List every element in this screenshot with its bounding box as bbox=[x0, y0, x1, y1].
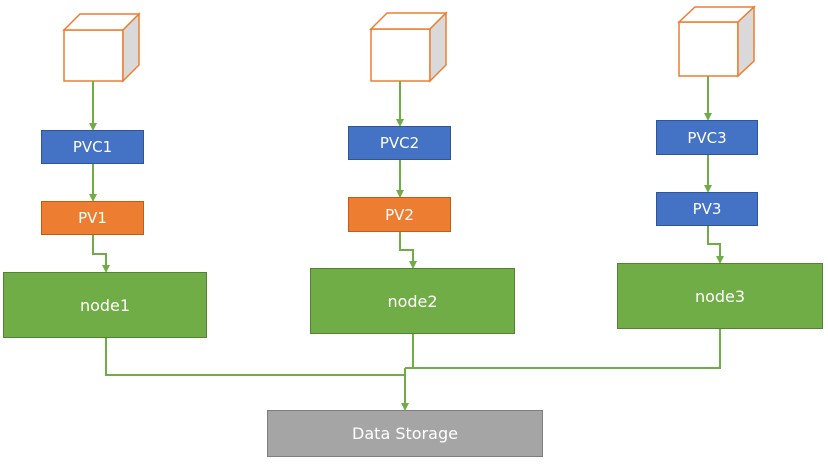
connector-arrow bbox=[707, 226, 724, 264]
pod-cube-icon bbox=[677, 5, 756, 78]
node3-to-storage-connector bbox=[405, 329, 721, 369]
node-box[interactable]: node2 bbox=[310, 268, 515, 334]
node-box[interactable]: node3 bbox=[617, 263, 823, 329]
pvc-label: PVC1 bbox=[72, 138, 113, 156]
pv-box[interactable]: PV3 bbox=[656, 192, 758, 226]
pv-box[interactable]: PV2 bbox=[348, 197, 451, 232]
pvc-label: PVC2 bbox=[379, 134, 420, 152]
node-box[interactable]: node1 bbox=[3, 272, 207, 338]
node1-to-storage-connector bbox=[105, 338, 405, 376]
pv-label: PV3 bbox=[692, 200, 722, 218]
pvc-box[interactable]: PVC2 bbox=[348, 126, 451, 160]
pv-box[interactable]: PV1 bbox=[41, 201, 144, 235]
pod-cube-icon bbox=[62, 12, 141, 83]
pvc-box[interactable]: PVC1 bbox=[41, 130, 144, 164]
data-storage-box[interactable]: Data Storage bbox=[267, 410, 543, 457]
pvc-box[interactable]: PVC3 bbox=[656, 120, 758, 155]
connector-arrow bbox=[92, 235, 110, 273]
pod-cube-icon bbox=[369, 11, 448, 83]
node-label: node2 bbox=[387, 291, 438, 311]
pv-label: PV1 bbox=[78, 209, 107, 227]
connector-arrow bbox=[399, 232, 417, 269]
node-label: node3 bbox=[694, 286, 746, 306]
pv-label: PV2 bbox=[385, 205, 414, 224]
data-storage-label: Data Storage bbox=[352, 424, 458, 443]
pvc-label: PVC3 bbox=[687, 128, 727, 147]
node-label: node1 bbox=[79, 295, 131, 315]
